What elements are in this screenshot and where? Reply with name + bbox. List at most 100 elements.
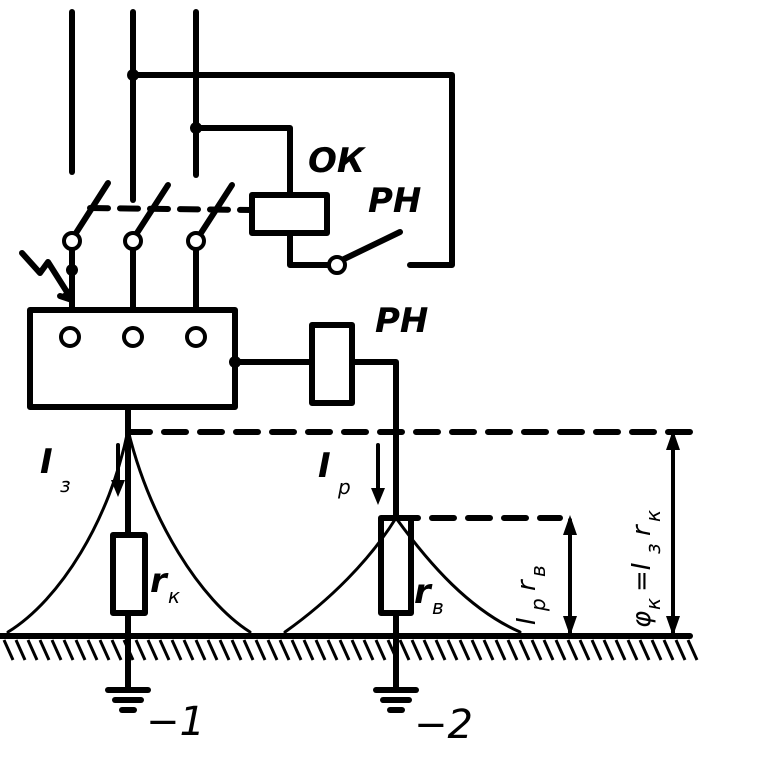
label-rk: r [150,561,169,601]
arrowhead-ip [371,488,385,505]
label-ground-1: −1 [146,699,205,745]
ground-hatch-mark [230,639,243,661]
fault-arrow-icon [19,250,75,303]
ground-hatch-mark [422,639,435,661]
arrowhead-rk-top [666,430,680,450]
ground-hatch-mark [410,639,423,661]
ground-hatch-mark [638,639,651,661]
ground-hatch-mark [266,639,279,661]
ground-hatch-mark [554,639,567,661]
ground-hatch-mark [458,639,471,661]
control-loop-wire [130,72,455,268]
ground-hatch-mark [242,639,255,661]
ground-hatch-mark [302,639,315,661]
ground-hatch-mark [110,639,123,661]
ground-hatch-mark [134,639,147,661]
ground-hatch-mark [614,639,627,661]
equation-phik: φ к =I з r к [627,510,665,628]
equation-ip-rv: I р r в [512,565,550,625]
ground-hatch-mark [530,639,543,661]
svg-text:r: r [627,523,657,536]
ground-hatch-mark [158,639,171,661]
label-iz-sub: з [60,473,71,497]
ground-hatch-mark [626,639,639,661]
ground-hatch-mark [146,639,159,661]
svg-text:р: р [526,598,550,612]
arrowhead-rv-bottom [563,616,577,636]
label-rk-sub: к [168,584,180,608]
ground-hatch-mark [386,639,399,661]
switch-mechanical-link [87,205,255,213]
ground-hatch-mark [86,639,99,661]
label-rn-top: РН [368,181,421,221]
ground-hatch-mark [122,639,135,661]
voltage-relay-rn [309,322,355,406]
potential-curve-aux-right [394,516,522,634]
ground-hatching [2,639,699,661]
ground-hatch-mark [74,639,87,661]
coil-return-wire [287,230,331,268]
ground-hatch-mark [674,639,687,661]
ground-symbol-1 [105,687,151,713]
ground-hatch-mark [482,639,495,661]
svg-text:к: к [641,510,665,522]
junction-dot-housing [229,356,241,368]
ground-hatch-mark [14,639,27,661]
ground-hatch-mark [254,639,267,661]
grounding-resistance-rk [110,532,148,616]
ground-hatch-mark [518,639,531,661]
ground-hatch-mark [506,639,519,661]
ground-hatch-mark [50,639,63,661]
ground-hatch-mark [38,639,51,661]
ground-hatch-mark [650,639,663,661]
housing-terminal-1 [59,326,81,348]
label-ip-sub: р [337,475,351,499]
ground-hatch-mark [578,639,591,661]
switch-terminal-2 [123,231,143,251]
ground-hatch-mark [206,639,219,661]
ground-hatch-mark [470,639,483,661]
junction-dot-phase2 [127,69,139,81]
ground-hatch-mark [290,639,303,661]
svg-text:r: r [512,578,542,591]
label-ground-2: −2 [414,702,473,748]
ground-hatch-mark [314,639,327,661]
ground-hatch-mark [362,639,375,661]
ground-hatch-mark [170,639,183,661]
ground-hatch-mark [2,639,15,661]
ground-hatch-mark [194,639,207,661]
ground-hatch-mark [374,639,387,661]
switch-terminal-3 [186,231,206,251]
svg-text:в: в [526,565,550,577]
label-rn-mid: РН [375,301,428,341]
ground-symbol-2 [373,687,419,713]
ground-hatch-mark [350,639,363,661]
ground-hatch-mark [590,639,603,661]
junction-dot-fault [66,264,78,276]
svg-text:=I: =I [627,563,657,592]
ground-hatch-mark [542,639,555,661]
housing-terminal-3 [185,326,207,348]
label-iz: I [40,442,53,482]
ground-hatch-mark [434,639,447,661]
ground-hatch-mark [446,639,459,661]
ground-hatch-mark [98,639,111,661]
ground-hatch-mark [326,639,339,661]
ground-hatch-mark [218,639,231,661]
label-ip: I [318,446,331,486]
relay-contact-rn [339,229,403,263]
svg-text:к: к [641,598,665,610]
label-ok: ОК [308,141,367,181]
trip-coil-ok [249,192,330,236]
ground-hatch-mark [62,639,75,661]
ground-hatch-mark [494,639,507,661]
equipment-housing [27,307,238,410]
coil-supply-wire [193,125,293,198]
relay-contact-terminal [327,255,347,275]
label-rv: r [414,572,433,612]
ground-hatch-mark [602,639,615,661]
svg-text:φ: φ [627,611,657,628]
svg-text:I: I [512,617,542,625]
ground-hatch-mark [26,639,39,661]
